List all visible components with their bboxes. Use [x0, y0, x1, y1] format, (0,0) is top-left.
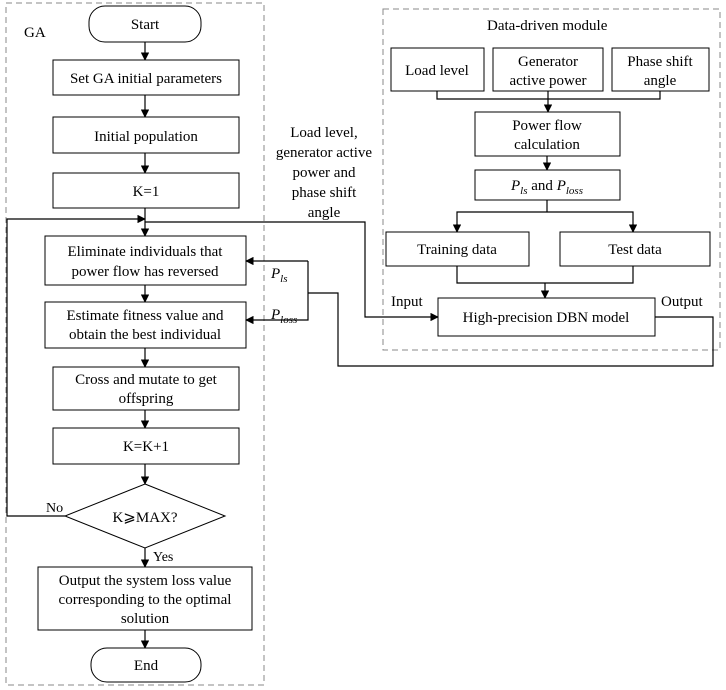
phase-shift-line-1: Phase shift: [627, 54, 693, 70]
no-label: No: [46, 501, 63, 516]
data-driven-module-border: [382, 8, 721, 351]
initial-population-box: Initial population: [52, 116, 240, 154]
no-loop-arrow: [6, 214, 146, 517]
eliminate-label-line-1: Eliminate individuals that: [68, 244, 224, 260]
ga-module-title: GA: [24, 25, 46, 41]
inputs-label-line-4: phase shift: [292, 185, 357, 201]
inputs-label-line-3: power and: [293, 165, 356, 181]
decision-label: K⩾MAX?: [112, 510, 177, 526]
output-solution-line-2: corresponding to the optimal: [59, 592, 232, 608]
set-params-box: Set GA initial parameters: [52, 59, 240, 96]
pls-ploss-label: Pls and Ploss: [510, 178, 583, 197]
split-line: [456, 211, 634, 232]
k1-box: K=1: [52, 172, 240, 209]
k1-label: K=1: [133, 184, 160, 200]
power-flow-line-1: Power flow: [512, 118, 582, 134]
power-flow-box: Power flow calculation: [474, 111, 621, 157]
output-solution-line-3: solution: [121, 611, 170, 627]
eliminate-box: Eliminate individuals that power flow ha…: [44, 235, 247, 286]
input-arrow-to-dbn: [145, 221, 439, 322]
test-data-box: Test data: [559, 231, 711, 267]
k-increment-box: K=K+1: [52, 427, 240, 465]
k-increment-label: K=K+1: [123, 439, 169, 455]
inputs-annotation: Load level, generator active power and p…: [276, 125, 373, 221]
generator-power-box: Generator active power: [492, 47, 604, 92]
output-label: Output: [661, 294, 704, 310]
eliminate-label-line-2: power flow has reversed: [71, 264, 219, 280]
training-data-box: Training data: [385, 231, 530, 267]
estimate-box: Estimate fitness value and obtain the be…: [44, 301, 247, 349]
phase-shift-box: Phase shift angle: [611, 47, 710, 92]
output-solution-box: Output the system loss value correspondi…: [37, 566, 253, 631]
cross-mutate-label-line-1: Cross and mutate to get: [75, 372, 217, 388]
start-node: Start: [88, 5, 202, 43]
cross-mutate-box: Cross and mutate to get offspring: [52, 366, 240, 411]
return-arrow-to-estimate: [245, 261, 309, 325]
output-solution-line-1: Output the system loss value: [59, 573, 232, 589]
load-level-box: Load level: [390, 47, 485, 92]
power-flow-line-2: calculation: [514, 137, 580, 153]
inputs-label-line-5: angle: [308, 205, 341, 221]
test-data-label: Test data: [608, 242, 662, 258]
start-label: Start: [131, 17, 160, 33]
end-label: End: [134, 658, 159, 674]
training-data-label: Training data: [417, 242, 497, 258]
set-params-label: Set GA initial parameters: [70, 71, 222, 87]
dbn-model-box: High-precision DBN model: [437, 297, 656, 337]
pls-label: Pls: [270, 266, 288, 285]
inputs-label-line-1: Load level,: [290, 125, 357, 141]
cross-mutate-label-line-2: offspring: [119, 391, 174, 407]
data-driven-module-title: Data-driven module: [487, 18, 608, 34]
load-level-label: Load level: [405, 63, 469, 79]
end-node: End: [90, 647, 202, 683]
phase-shift-line-2: angle: [644, 73, 677, 89]
yes-label: Yes: [153, 550, 173, 565]
generator-power-line-2: active power: [509, 73, 586, 89]
dbn-model-label: High-precision DBN model: [463, 310, 630, 326]
initial-population-label: Initial population: [94, 129, 198, 145]
decision-diamond: K⩾MAX?: [63, 483, 227, 549]
input-label: Input: [391, 294, 423, 310]
estimate-label-line-2: obtain the best individual: [69, 327, 221, 343]
ploss-label: Ploss: [270, 307, 297, 326]
output-return-line: [308, 292, 714, 367]
inputs-label-line-2: generator active: [276, 145, 373, 161]
pls-ploss-box: Pls and Ploss: [474, 169, 621, 201]
generator-power-line-1: Generator: [518, 54, 578, 70]
data-merge-line: [456, 266, 634, 284]
estimate-label-line-1: Estimate fitness value and: [66, 308, 224, 324]
